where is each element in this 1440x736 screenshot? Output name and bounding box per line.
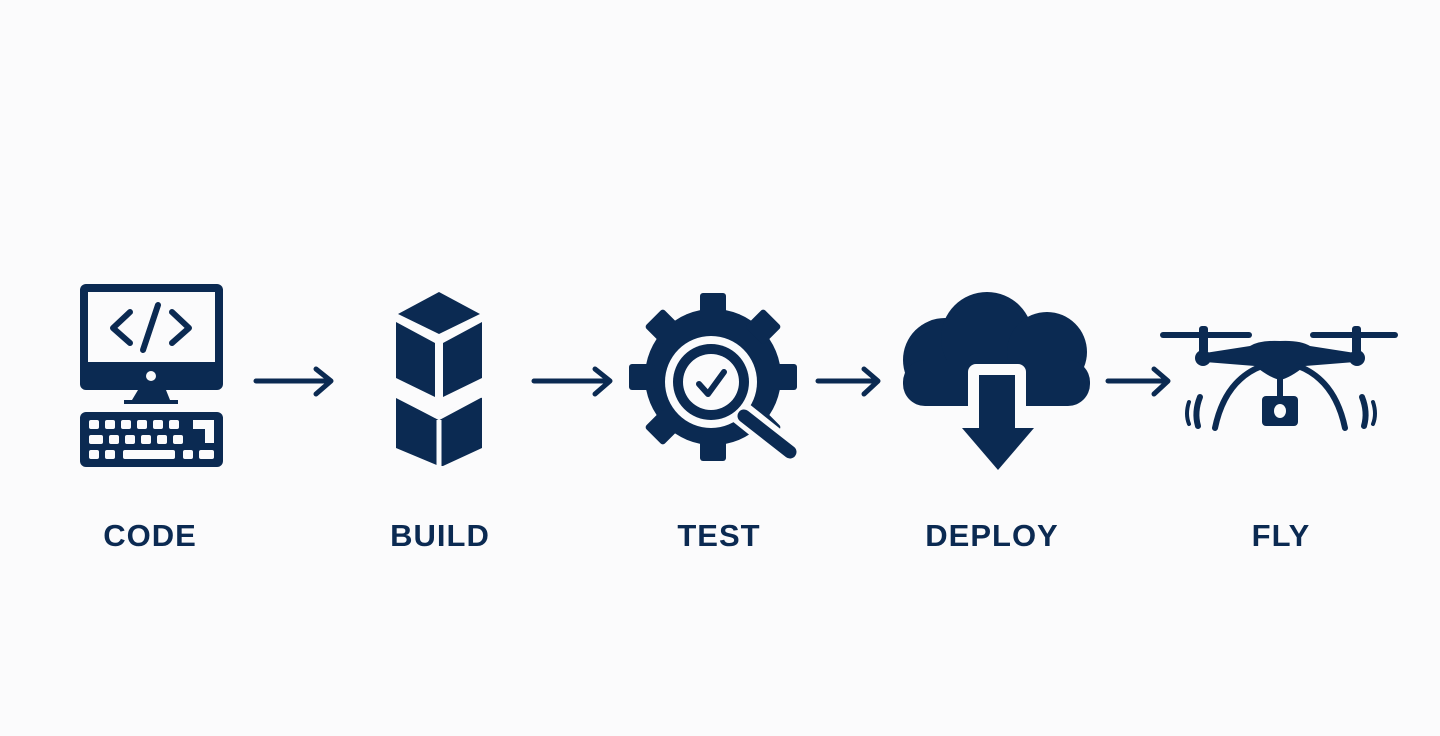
cloud-download-icon (903, 292, 1090, 470)
arrow-icon (253, 366, 334, 397)
computer-code-icon (80, 284, 223, 467)
step-label-build: BUILD (390, 518, 490, 553)
drone-icon (1160, 326, 1398, 431)
stacked-cubes-icon (395, 292, 483, 466)
step-label-code: CODE (103, 518, 197, 553)
arrow-icon (815, 366, 881, 397)
arrow-icon (1105, 366, 1171, 397)
step-label-deploy: DEPLOY (925, 518, 1059, 553)
gear-magnifier-check-icon (629, 293, 802, 464)
arrow-icon (531, 366, 613, 397)
step-label-fly: FLY (1251, 518, 1311, 553)
step-label-test: TEST (677, 518, 761, 553)
